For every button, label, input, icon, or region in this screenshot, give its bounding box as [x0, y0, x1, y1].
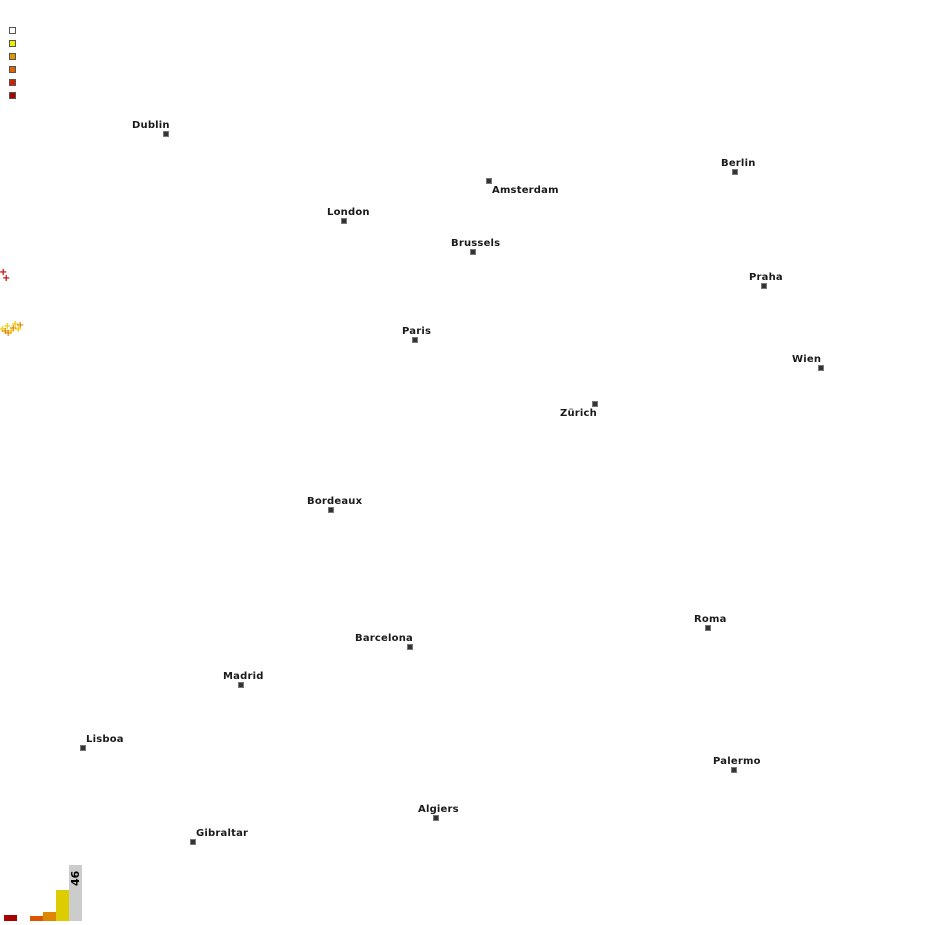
histogram-bar [17, 920, 30, 921]
histogram-bar [56, 890, 69, 921]
lightning-strike-marker: + [0, 267, 8, 278]
histogram-bar [43, 912, 56, 921]
legend-swatch [9, 53, 16, 60]
city-label: Roma [694, 614, 727, 625]
city-label: Dublin [132, 120, 170, 131]
lightning-strike-marker: + [11, 319, 20, 330]
city-label: Barcelona [355, 633, 413, 644]
city-marker [705, 625, 711, 631]
city-label: Gibraltar [196, 828, 249, 839]
city-marker [80, 745, 86, 751]
city-label: Wien [792, 354, 822, 365]
city-marker [486, 178, 492, 184]
city-label: Berlin [721, 158, 756, 169]
legend-swatch [9, 40, 16, 47]
city-marker [732, 169, 738, 175]
city-marker [731, 767, 737, 773]
city-label: Lisboa [86, 734, 124, 745]
histogram-bar [30, 916, 43, 921]
city-marker [341, 218, 347, 224]
city-marker [190, 839, 196, 845]
city-label: London [327, 207, 370, 218]
city-marker [592, 401, 598, 407]
lightning-strike-marker: + [7, 326, 16, 337]
legend [9, 27, 17, 102]
city-label: Madrid [223, 671, 264, 682]
city-label: Amsterdam [492, 185, 559, 196]
lightning-strike-marker: + [4, 328, 13, 339]
strike-histogram: 46 [0, 860, 90, 925]
city-label: Zürich [560, 408, 597, 419]
lightning-strike-marker: + [14, 324, 23, 335]
city-marker [412, 337, 418, 343]
lightning-strike-marker: + [9, 323, 18, 334]
city-marker [407, 644, 413, 650]
city-marker [470, 249, 476, 255]
legend-swatch [9, 79, 16, 86]
legend-swatch [9, 27, 16, 34]
city-label: Brussels [451, 238, 501, 249]
lightning-strike-marker: + [16, 320, 25, 331]
city-marker [761, 283, 767, 289]
lightning-strike-marker: + [0, 324, 7, 335]
histogram-total-bar [69, 865, 82, 921]
histogram-total-label: 46 [69, 870, 82, 886]
histogram-bar [4, 915, 17, 921]
lightning-strike-marker: + [3, 321, 12, 332]
city-marker [818, 365, 824, 371]
lightning-strike-marker: + [2, 273, 11, 284]
city-label: Paris [402, 326, 432, 337]
city-label: Bordeaux [307, 496, 363, 507]
legend-swatch [9, 66, 16, 73]
legend-swatch [9, 92, 16, 99]
city-label: Praha [749, 272, 783, 283]
city-marker [328, 507, 334, 513]
city-marker [163, 131, 169, 137]
lightning-strike-marker: + [1, 326, 10, 337]
city-marker [433, 815, 439, 821]
city-marker [238, 682, 244, 688]
city-label: Palermo [713, 756, 761, 767]
city-label: Algiers [418, 804, 459, 815]
